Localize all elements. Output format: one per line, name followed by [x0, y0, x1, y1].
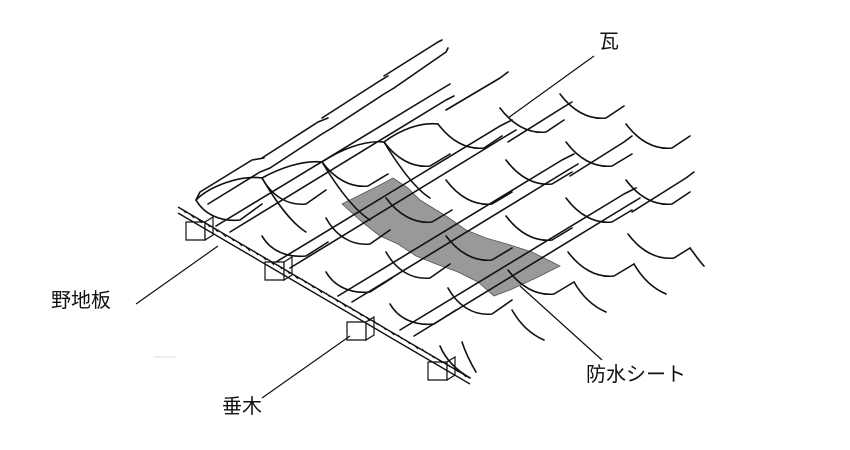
label-nojiita: 野地板	[51, 288, 111, 312]
leader-taruki	[261, 335, 351, 399]
roof-tiles	[195, 39, 705, 379]
sheathing-board	[177, 206, 471, 385]
leader-kawara	[507, 55, 595, 119]
leader-nojiita	[135, 245, 219, 305]
label-taruki: 垂木	[222, 394, 262, 418]
label-kawara: 瓦	[599, 29, 619, 53]
leader-sheet	[519, 285, 603, 361]
leader-lines	[135, 55, 603, 399]
rafters	[185, 215, 456, 382]
label-waterproof-sheet: 防水シート	[586, 362, 686, 386]
